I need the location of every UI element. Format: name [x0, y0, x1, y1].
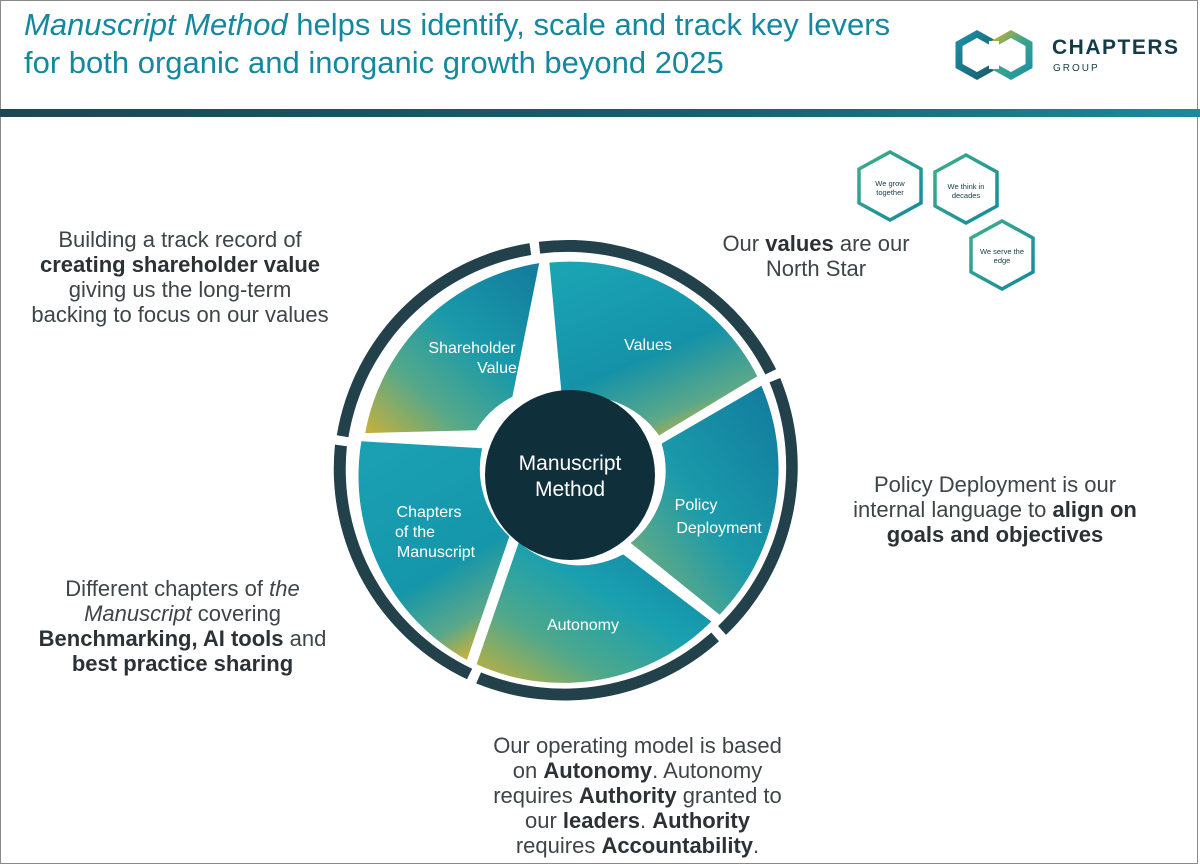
callout-autonomy-b: on [512, 758, 544, 783]
label-chapters-2: of the [395, 524, 435, 541]
callout-autonomy-m: Accountability [601, 833, 754, 858]
slide-title: Manuscript Method helps us identify, sca… [24, 6, 924, 82]
header-divider [0, 109, 1200, 117]
hex-serve-line-1: We serve the [980, 247, 1024, 256]
callout-autonomy-e: requires [493, 783, 579, 808]
callout-policy-deployment: Policy Deployment is our internal langua… [820, 472, 1170, 547]
callout-policy-b: internal language to [853, 497, 1053, 522]
center-circle [485, 390, 655, 560]
callout-autonomy-l: requires [515, 833, 602, 858]
logo-wordmark: CHAPTERS [1052, 36, 1180, 59]
callout-autonomy-g: granted to [676, 783, 782, 808]
callout-shareholder-line-3: giving us the long-term [68, 277, 292, 302]
center-line-1: Manuscript [519, 452, 622, 475]
callout-chapters-b: the [269, 576, 300, 601]
hex-think-line-1: We think in [948, 182, 985, 191]
callout-shareholder-line-1: Building a track record of [58, 227, 302, 252]
logo-mark-icon [955, 29, 1033, 81]
label-policy-2: Deployment [676, 520, 762, 537]
callout-autonomy-h: our [525, 808, 563, 833]
callout-autonomy-n: . [753, 833, 760, 858]
segment-values [549, 261, 758, 436]
hexagon-we-think-in-decades: We think in decades [933, 153, 999, 225]
label-chapters-3: Manuscript [397, 544, 476, 561]
callout-values-bold: values [765, 231, 834, 256]
callout-values-a: Our [722, 231, 766, 256]
title-italic: Manuscript Method [24, 7, 288, 42]
center-line-2: Method [535, 478, 605, 501]
callout-values-c: are our [833, 231, 910, 256]
outer-arc-chapters [333, 444, 473, 680]
callout-values-d: North Star [765, 256, 867, 281]
label-shareholder-2: Value [477, 360, 517, 377]
callout-chapters-bold-1: Benchmarking, AI tools [38, 626, 284, 651]
outer-arc-shareholder [336, 243, 532, 438]
outer-arc-autonomy [476, 632, 719, 701]
label-chapters-1: Chapters [397, 504, 462, 521]
hex-grow-line-2: together [876, 188, 904, 197]
callout-autonomy-d: . Autonomy [652, 758, 763, 783]
hex-think-line-2: decades [952, 191, 981, 200]
label-shareholder-1: Shareholder [428, 340, 516, 357]
callout-autonomy-j: . [639, 808, 653, 833]
segment-policy-deployment [630, 385, 779, 615]
callout-policy-bold-2: goals and objectives [886, 522, 1104, 547]
logo-subtitle: GROUP [1053, 63, 1100, 74]
hex-grow-line-1: We grow [875, 179, 905, 188]
callout-chapters-c: Manuscript [84, 601, 192, 626]
outer-arc-values [538, 239, 777, 375]
segment-shareholder-value [365, 263, 540, 434]
callout-autonomy-f: Authority [578, 783, 677, 808]
hexagon-we-grow-together: We grow together [857, 150, 923, 222]
callout-policy-a: Policy Deployment is our [873, 472, 1117, 497]
callout-autonomy-c: Autonomy [543, 758, 653, 783]
label-values: Values [624, 337, 672, 354]
callout-autonomy-i: leaders [562, 808, 640, 833]
callout-shareholder-line-4: backing to focus on our values [31, 302, 329, 327]
callout-autonomy-k: Authority [652, 808, 750, 833]
callout-values: Our values are our North Star [700, 231, 932, 281]
callout-chapters-a: Different chapters of [65, 576, 270, 601]
callout-chapters-bold-2: best practice sharing [71, 651, 294, 676]
callout-shareholder-value: Building a track record of creating shar… [10, 227, 350, 327]
callout-shareholder-bold: creating shareholder value [40, 252, 320, 277]
callout-autonomy-a: Our operating model is based [493, 733, 782, 758]
title-rest: helps us identify, scale and track key l… [24, 7, 891, 80]
outer-arc-policy [718, 378, 798, 635]
hexagon-we-serve-the-edge: We serve the edge [969, 219, 1035, 291]
hex-serve-line-2: edge [994, 256, 1011, 265]
label-autonomy: Autonomy [547, 617, 619, 634]
callout-policy-bold-1: align on [1052, 497, 1137, 522]
callout-chapters: Different chapters of the Manuscript cov… [10, 576, 355, 676]
segment-autonomy [476, 542, 712, 683]
label-policy-1: Policy [675, 497, 718, 514]
chapters-logo: CHAPTERS GROUP [952, 28, 1192, 84]
callout-autonomy: Our operating model is based on Autonomy… [455, 733, 820, 858]
callout-chapters-d: covering [191, 601, 281, 626]
callout-chapters-f: and [283, 626, 327, 651]
segment-chapters-of-the-manuscript [358, 441, 510, 660]
